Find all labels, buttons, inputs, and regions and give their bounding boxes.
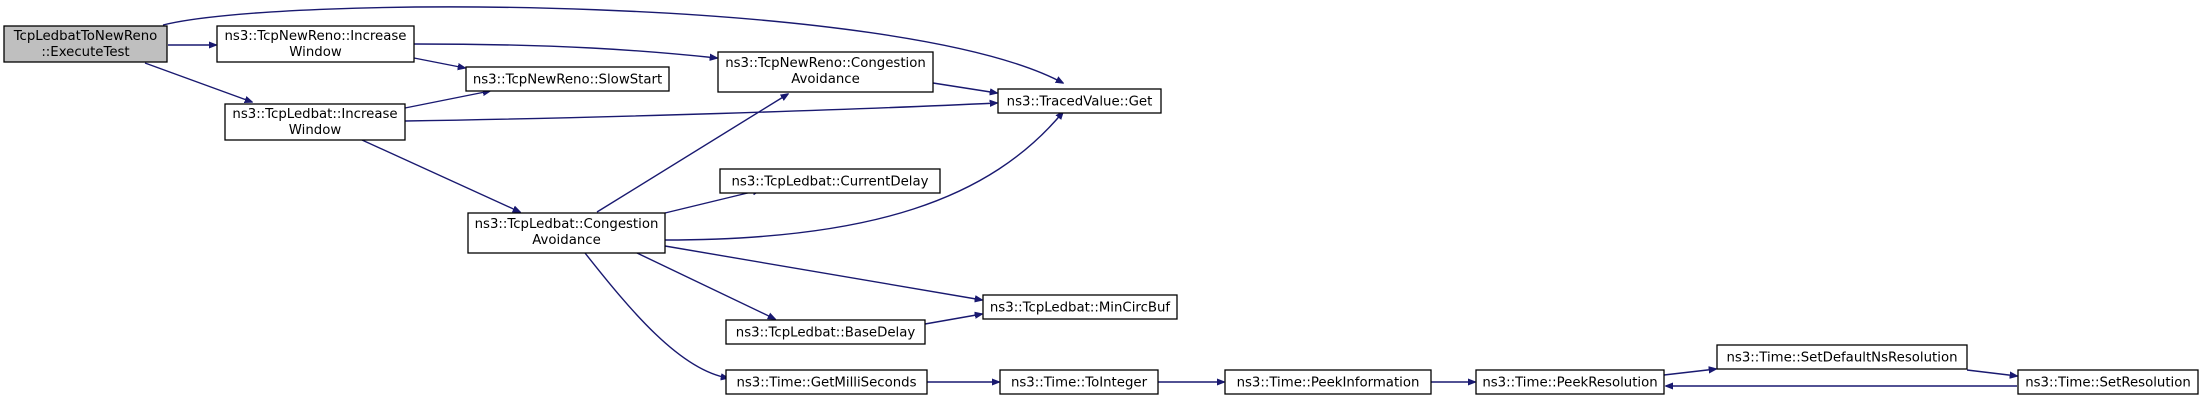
node-label: ns3::TcpLedbat::MinCircBuf (990, 301, 1171, 316)
node-ledbat-basedelay[interactable]: ns3::TcpLedbat::BaseDelay (725, 319, 926, 345)
node-newreno-congestionavoidance[interactable]: ns3::TcpNewReno::Congestion Avoidance (717, 51, 934, 93)
edge-newreno-congestion-to-traced-get (932, 82, 997, 93)
edge-ledbat-congestion-to-basedelay (636, 252, 775, 319)
node-root-executetest[interactable]: TcpLedbatToNewReno ::ExecuteTest (3, 25, 168, 63)
edge-ledbat-congestion-to-getms (584, 252, 728, 378)
node-ledbat-congestionavoidance[interactable]: ns3::TcpLedbat::Congestion Avoidance (467, 212, 666, 254)
node-label-line2: Window (289, 123, 342, 138)
edge-ledbat-increase-to-traced-get (404, 103, 997, 122)
node-label-line2: ::ExecuteTest (41, 45, 129, 60)
node-label-line2: Avoidance (532, 233, 601, 248)
node-label-line1: ns3::TcpNewReno::Congestion (725, 56, 926, 71)
edge-setdefault-to-setres (1966, 369, 2017, 376)
node-ledbat-increasewindow[interactable]: ns3::TcpLedbat::Increase Window (224, 103, 406, 141)
node-ledbat-mincircbuf[interactable]: ns3::TcpLedbat::MinCircBuf (982, 294, 1178, 320)
node-label: ns3::Time::PeekInformation (1237, 376, 1420, 391)
node-label-line1: ns3::TcpNewReno::Increase (224, 29, 406, 44)
node-label: ns3::TcpLedbat::BaseDelay (736, 326, 916, 341)
node-label-line2: Avoidance (791, 72, 860, 87)
node-time-peekinformation[interactable]: ns3::Time::PeekInformation (1224, 369, 1432, 395)
node-label-line1: TcpLedbatToNewReno (13, 29, 158, 44)
node-label: ns3::TracedValue::Get (1007, 95, 1153, 110)
node-label: ns3::Time::ToInteger (1011, 376, 1148, 391)
node-label: ns3::Time::PeekResolution (1482, 376, 1657, 391)
node-time-getmilliseconds[interactable]: ns3::Time::GetMilliSeconds (725, 369, 928, 395)
edge-ledbat-congestion-to-currentdelay (664, 190, 760, 214)
node-time-peekresolution[interactable]: ns3::Time::PeekResolution (1475, 369, 1665, 395)
node-newreno-increasewindow[interactable]: ns3::TcpNewReno::Increase Window (216, 25, 415, 63)
edge-ledbat-congestion-to-traced-get (664, 112, 1063, 241)
node-label-line1: ns3::TcpLedbat::Increase (232, 107, 397, 122)
edge-root-to-traced-get (162, 6, 1063, 83)
node-tracedvalue-get[interactable]: ns3::TracedValue::Get (997, 88, 1162, 114)
edge-basedelay-to-mincircbuf (924, 314, 982, 325)
edge-root-to-ledbat-increase (144, 62, 252, 102)
node-label-line1: ns3::TcpLedbat::Congestion (475, 217, 659, 232)
node-label: ns3::TcpLedbat::CurrentDelay (731, 175, 928, 190)
edge-ledbat-increase-to-ledbat-congestion (361, 139, 520, 212)
edge-newreno-increase-to-slowstart (413, 57, 465, 68)
node-newreno-slowstart[interactable]: ns3::TcpNewReno::SlowStart (465, 66, 670, 92)
edge-newreno-increase-to-newreno-congestion (413, 43, 717, 58)
edge-ledbat-congestion-to-mincircbuf (664, 245, 982, 300)
node-time-setdefaultnsresolution[interactable]: ns3::Time::SetDefaultNsResolution (1716, 344, 1968, 370)
node-time-tointeger[interactable]: ns3::Time::ToInteger (999, 369, 1159, 395)
node-ledbat-currentdelay[interactable]: ns3::TcpLedbat::CurrentDelay (719, 168, 941, 194)
edge-peekres-to-setdefault (1663, 369, 1716, 376)
node-label: ns3::Time::SetResolution (2025, 376, 2191, 391)
node-label: ns3::Time::SetDefaultNsResolution (1726, 351, 1957, 366)
edge-ledbat-congestion-to-newreno-congestion (596, 94, 788, 213)
edge-ledbat-increase-to-slowstart (404, 91, 490, 109)
node-time-setresolution[interactable]: ns3::Time::SetResolution (2017, 369, 2199, 395)
node-label-line2: Window (289, 45, 342, 60)
node-label: ns3::TcpNewReno::SlowStart (473, 73, 662, 88)
node-label: ns3::Time::GetMilliSeconds (736, 376, 916, 391)
